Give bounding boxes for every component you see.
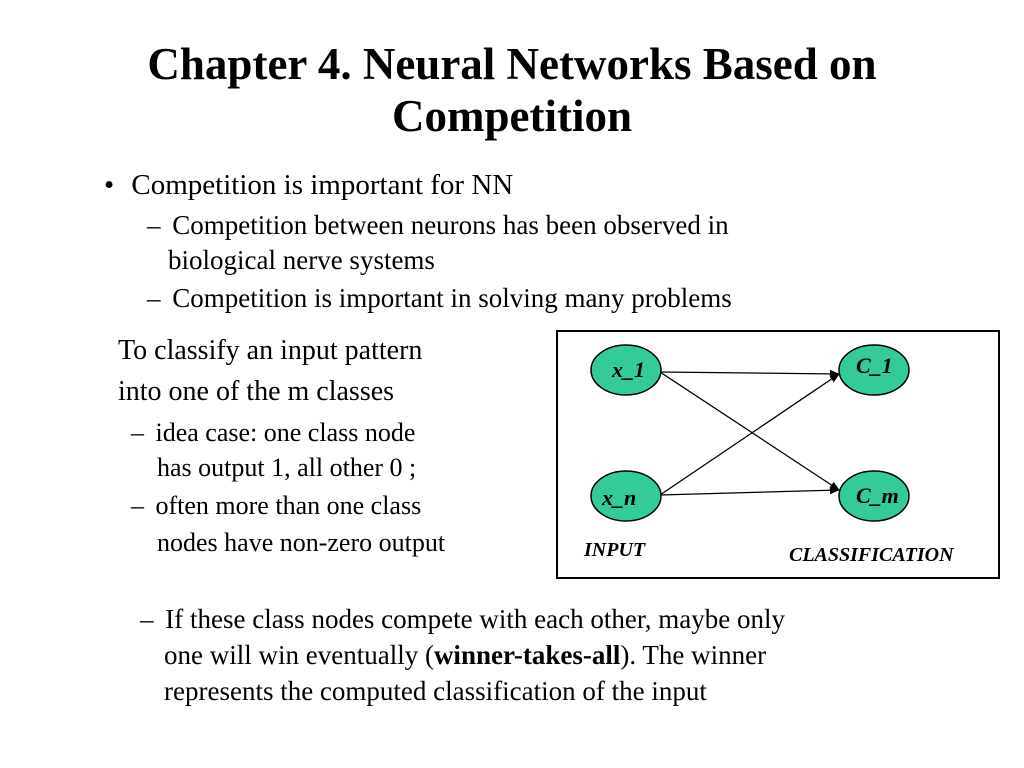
sub-bullet-2-text: Competition is important in solving many… [172, 283, 732, 313]
node-cm-circle [838, 470, 910, 522]
node-xn-circle [590, 470, 662, 522]
node-cm-label: C_m [856, 483, 899, 508]
classify-bullet-2-text-1: often more than one class [155, 491, 422, 520]
node-c1-circle [838, 344, 910, 396]
node-xn-label: x_n [602, 485, 637, 510]
bottom-bullet-line-1: – If these class nodes compete with each… [140, 603, 785, 635]
sub-bullet-1-text-1: Competition between neurons has been obs… [172, 210, 729, 240]
classify-bullet-1-line-1: – idea case: one class node [131, 417, 415, 449]
classify-bullet-2-line-2: nodes have non-zero output [157, 528, 446, 557]
edge-xn-c1 [659, 373, 840, 496]
main-bullet: • Competition is important for NN [104, 169, 513, 201]
node-x1-circle [590, 344, 662, 396]
sub-bullet-1-line-2: biological nerve systems [168, 245, 435, 275]
bottom-bullet-text-2a: one will win eventually ( [164, 640, 434, 670]
slide-title: Chapter 4. Neural Networks Based on Comp… [0, 38, 1024, 142]
bottom-bullet-text-1: If these class nodes compete with each o… [165, 604, 785, 634]
network-diagram: x_1 x_n C_1 C_m INPUT CLASSIFICATION [556, 330, 1000, 579]
classify-text-line-2: into one of the m classes [118, 376, 395, 407]
bullet-marker: • [104, 169, 115, 201]
bottom-bullet-line-2: one will win eventually (winner-takes-al… [164, 639, 766, 671]
main-bullet-text: Competition is important for NN [131, 169, 514, 201]
edge-xn-cm [659, 486, 840, 496]
network-diagram-svg [590, 344, 910, 522]
node-x1-label: x_1 [612, 357, 645, 382]
sub-bullet-2: – Competition is important in solving ma… [147, 282, 732, 314]
classification-caption: CLASSIFICATION [789, 544, 954, 566]
dash-marker: – [147, 283, 161, 313]
edge-x1-cm [659, 371, 840, 491]
bottom-bullet-line-3: represents the computed classification o… [164, 676, 707, 706]
input-caption: INPUT [584, 539, 646, 561]
dash-marker: – [131, 418, 144, 447]
node-c1-label: C_1 [856, 353, 893, 378]
classify-bullet-1-text-1: idea case: one class node [155, 418, 416, 447]
title-line-1: Chapter 4. Neural Networks Based on [147, 39, 877, 89]
classify-text-line-1: To classify an input pattern [118, 335, 423, 366]
winner-takes-all-term: winner-takes-all [433, 640, 621, 670]
dash-marker: – [147, 210, 161, 240]
edge-x1-c1 [659, 369, 840, 378]
sub-bullet-1-line-1: – Competition between neurons has been o… [147, 209, 729, 241]
classify-bullet-1-line-2: has output 1, all other 0 ; [157, 453, 417, 482]
dash-marker: – [140, 604, 154, 634]
classify-bullet-2-line-1: – often more than one class [131, 490, 421, 522]
bottom-bullet-text-2b: ). The winner [620, 640, 767, 670]
title-line-2: Competition [392, 91, 632, 141]
dash-marker: – [131, 491, 144, 520]
